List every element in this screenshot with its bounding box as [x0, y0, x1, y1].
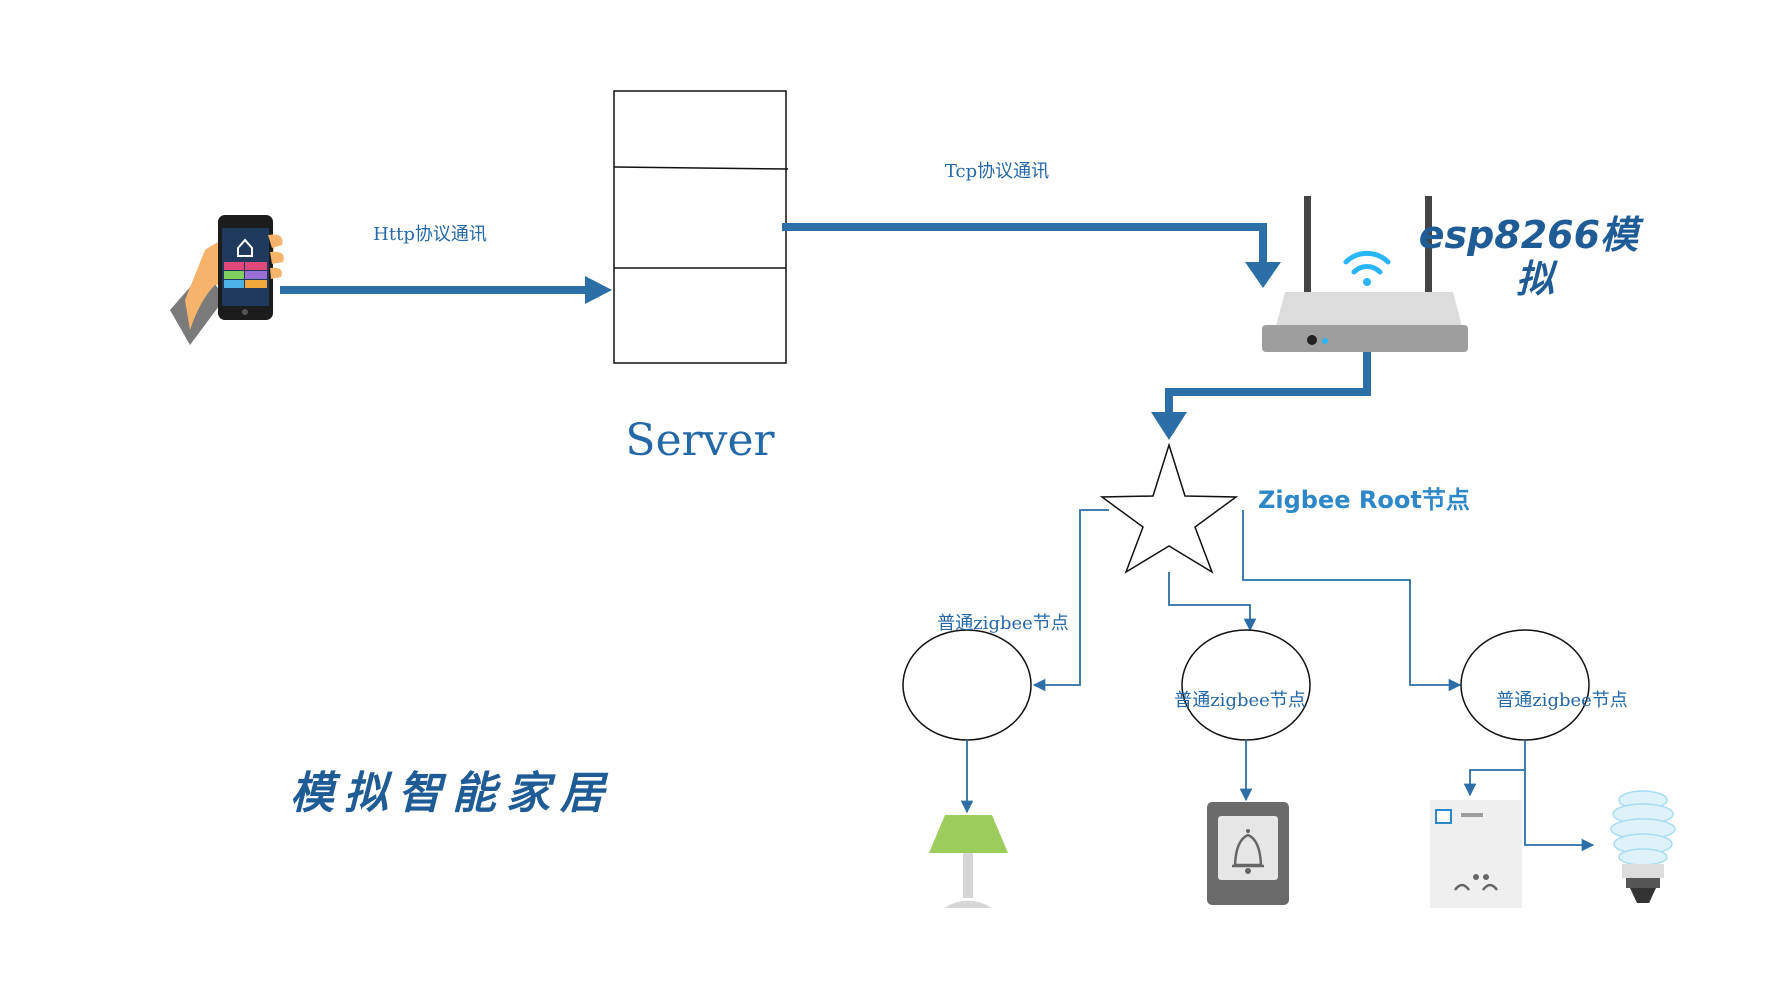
zigbee-node-middle-label: 普通zigbee节点	[1174, 690, 1306, 711]
tcp-label: Tcp协议通讯	[945, 161, 1049, 182]
zigbee-node-left-label: 普通zigbee节点	[937, 613, 1069, 634]
water-heater-icon	[1430, 800, 1522, 908]
star-icon	[1099, 442, 1239, 574]
zigbee-root-label: Zigbee Root节点	[1258, 486, 1470, 514]
http-connector	[280, 276, 612, 304]
http-label: Http协议通讯	[373, 224, 487, 245]
tcp-connector	[782, 223, 1281, 288]
esp8266-label-line1: esp8266模	[1419, 213, 1644, 257]
server-label: Server	[625, 415, 775, 466]
node-device-connectors	[960, 740, 1595, 852]
wifi-signal-icon	[1343, 250, 1391, 275]
router-root-connector	[1151, 352, 1371, 440]
wifi-router-icon	[1262, 196, 1468, 352]
doorbell-icon	[1207, 802, 1289, 905]
zigbee-node-right	[1460, 629, 1590, 741]
zigbee-node-right-label: 普通zigbee节点	[1496, 690, 1628, 711]
zigbee-node-left	[902, 629, 1032, 741]
table-lamp-icon	[929, 815, 1008, 908]
hand-holding-phone-icon	[170, 215, 284, 345]
server-box	[613, 90, 789, 364]
esp8266-label: esp8266模 拟	[1419, 213, 1652, 301]
zigbee-node-middle	[1181, 629, 1311, 741]
diagram-title: 模拟智能家居	[290, 768, 614, 819]
root-child-connectors	[1032, 509, 1462, 692]
esp8266-label-line2: 拟	[1516, 257, 1558, 301]
light-bulb-icon	[1610, 790, 1676, 903]
